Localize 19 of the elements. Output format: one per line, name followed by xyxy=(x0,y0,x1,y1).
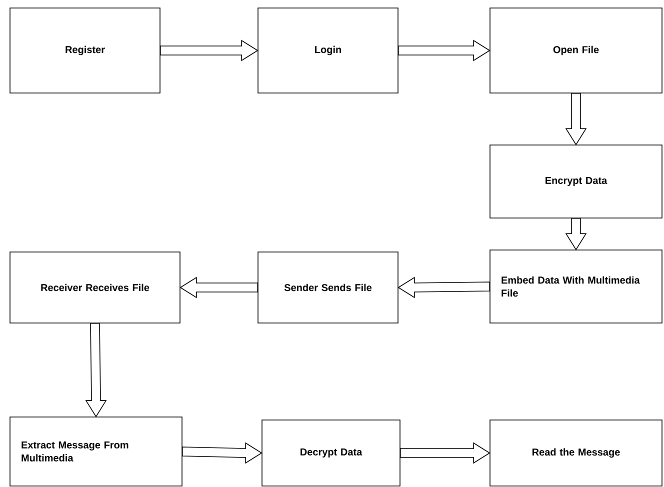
process-box: Receiver Receives File xyxy=(10,252,180,324)
process-box: Embed Data With Multimedia File xyxy=(490,250,662,324)
arrow xyxy=(85,322,107,418)
process-box: Sender Sends File xyxy=(258,252,398,324)
arrow xyxy=(160,40,258,62)
arrow xyxy=(565,218,587,250)
process-box: Read the Message xyxy=(490,420,662,486)
arrow xyxy=(180,276,258,298)
arrow xyxy=(565,93,587,146)
process-box: Register xyxy=(10,8,160,94)
process-box: Login xyxy=(258,8,398,94)
arrow xyxy=(398,40,490,62)
process-box: Open File xyxy=(490,8,662,94)
process-box: Encrypt Data xyxy=(490,144,662,218)
process-box: Decrypt Data xyxy=(262,420,400,486)
arrow xyxy=(182,442,262,464)
arrow xyxy=(400,442,490,464)
arrow xyxy=(398,276,490,298)
process-box: Extract Message From Multimedia xyxy=(10,416,182,486)
